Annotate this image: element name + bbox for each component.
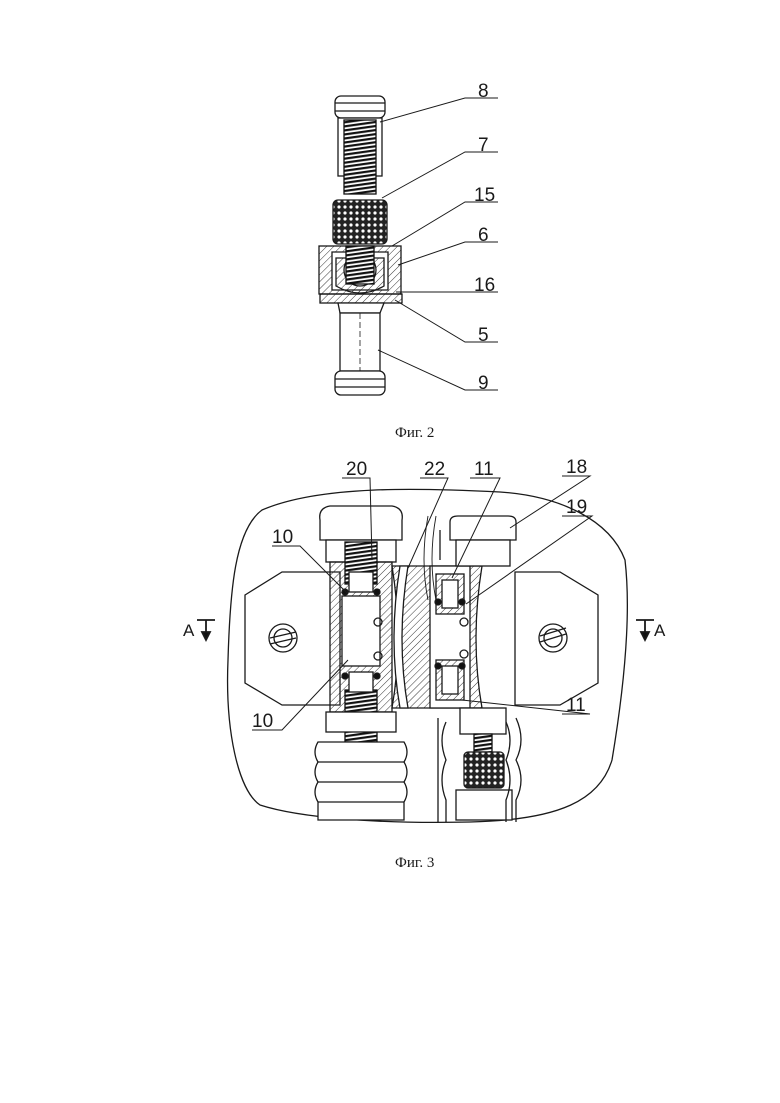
- callout-18: 18: [566, 457, 587, 478]
- figure-2-caption: Фиг. 2: [395, 425, 434, 441]
- figure-3-caption: Фиг. 3: [395, 855, 434, 871]
- callout-7: 7: [478, 135, 489, 156]
- callout-9: 9: [478, 373, 489, 394]
- callout-5: 5: [478, 325, 489, 346]
- housing: [319, 246, 401, 294]
- right-mounting-plate: [515, 572, 598, 705]
- knurled-nut: [333, 200, 387, 244]
- callout-15: 15: [474, 185, 495, 206]
- callout-22: 22: [424, 459, 445, 480]
- section-label-right: A: [654, 621, 666, 640]
- left-mounting-plate: [245, 572, 340, 705]
- callout-10-bottom: 10: [252, 711, 273, 732]
- section-label-left: A: [183, 621, 195, 640]
- callout-8: 8: [478, 81, 489, 102]
- lower-body: [335, 313, 385, 395]
- callout-10-top: 10: [272, 527, 293, 548]
- callout-11-bottom: 11: [566, 695, 586, 716]
- callout-20: 20: [346, 459, 367, 480]
- fig2-callout-labels: 8 7 15 6 16 5 9: [474, 81, 495, 394]
- callout-6: 6: [478, 225, 489, 246]
- figure-2: [319, 96, 498, 395]
- top-fitting: [335, 96, 385, 194]
- callout-11-top: 11: [474, 459, 494, 480]
- flange: [320, 294, 402, 313]
- figure-3: [197, 476, 654, 822]
- callout-19: 19: [566, 497, 587, 518]
- callout-16: 16: [474, 275, 495, 296]
